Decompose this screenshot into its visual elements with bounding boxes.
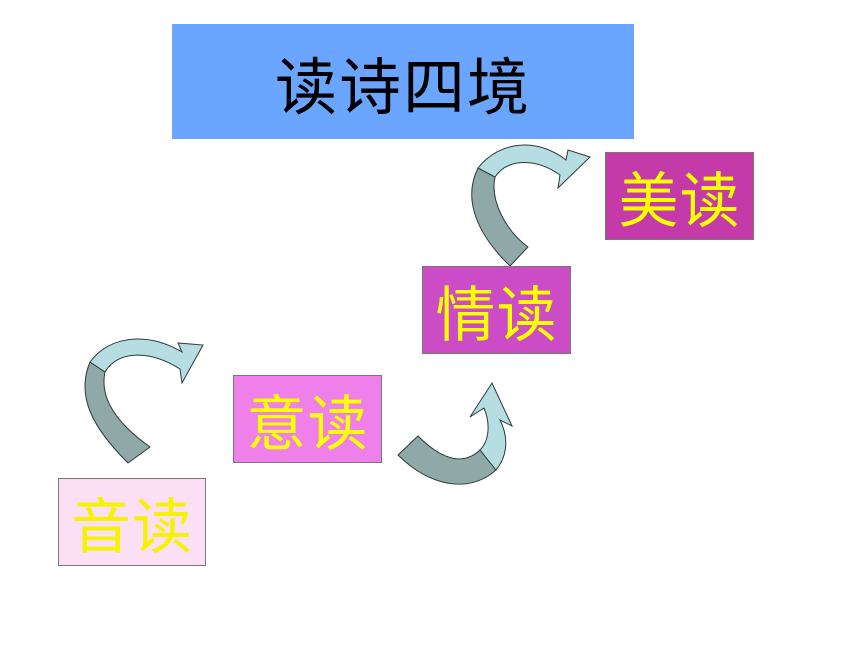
curved-arrow-2-tail [397, 435, 497, 485]
step-label-emotion-reading: 情读 [435, 280, 558, 351]
slide-title: 读诗四境 [274, 50, 531, 124]
step-label-beauty-reading: 美读 [618, 166, 741, 237]
curved-arrow-1-tail [84, 361, 151, 464]
curved-arrow-1 [84, 338, 204, 464]
curved-arrow-2 [397, 381, 514, 485]
step-box-emotion-reading: 情读 [422, 266, 571, 354]
title-box: 读诗四境 [172, 24, 634, 139]
curved-arrow-2-head [469, 381, 514, 471]
curved-arrow-3-tail [471, 167, 529, 267]
step-label-sound-reading: 音读 [71, 492, 193, 563]
curved-arrow-1-head [89, 338, 204, 385]
step-label-meaning-reading: 意读 [246, 389, 369, 460]
step-box-sound-reading: 音读 [58, 478, 206, 566]
step-box-beauty-reading: 美读 [605, 152, 754, 240]
step-box-meaning-reading: 意读 [233, 375, 382, 463]
curved-arrow-3-head [477, 144, 591, 190]
curved-arrow-3 [471, 144, 591, 267]
